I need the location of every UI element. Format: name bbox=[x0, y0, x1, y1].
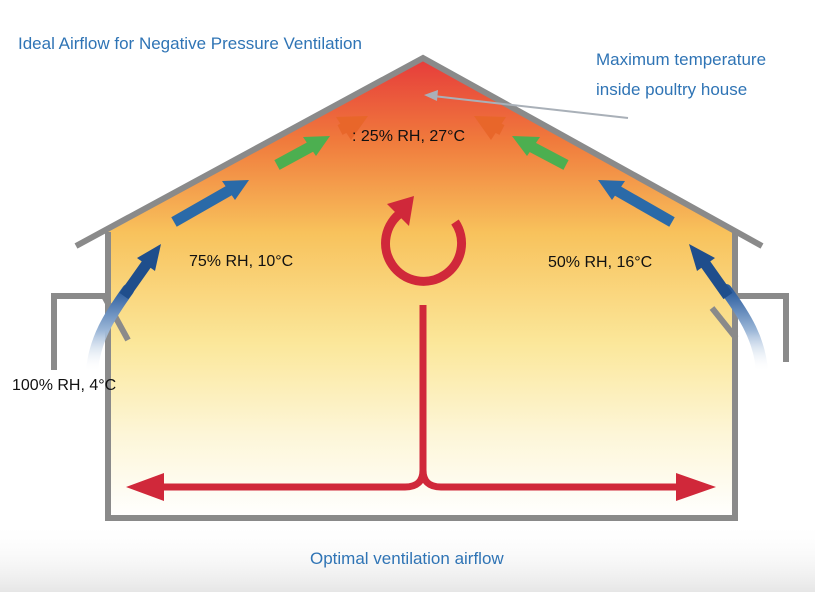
left-cool-air-shaft bbox=[171, 185, 233, 227]
main-flow-lines bbox=[160, 305, 676, 491]
left-mild-air-shaft bbox=[274, 141, 315, 170]
peak-leader-arrowhead bbox=[424, 90, 438, 101]
diagram-caption: Optimal ventilation airflow bbox=[310, 549, 504, 568]
recirculation-arrowhead-icon bbox=[387, 196, 414, 226]
peak-annotation-line2: inside poultry house bbox=[596, 80, 748, 99]
right-mild-air-shaft bbox=[527, 141, 569, 170]
left-inlet-flow bbox=[86, 284, 134, 378]
right-condition-label: 50% RH, 16°C bbox=[548, 254, 653, 271]
left-cold-air-arrowhead bbox=[137, 244, 161, 271]
ground-shade bbox=[0, 522, 815, 592]
right-warm-air-arrowhead bbox=[474, 116, 506, 140]
right-cold-air-shaft bbox=[699, 258, 733, 300]
inlet-condition-label: 100% RH, 4°C bbox=[12, 377, 117, 394]
right-cold-air-arrowhead bbox=[689, 244, 715, 271]
floor-flow-left-arrowhead bbox=[126, 473, 164, 501]
recirculation-arc bbox=[381, 208, 466, 286]
peak-leader-line bbox=[432, 95, 629, 119]
right-cool-air-shaft bbox=[613, 185, 675, 227]
right-inlet-flow bbox=[720, 284, 768, 378]
left-condition-label: 75% RH, 10°C bbox=[189, 253, 294, 270]
peak-annotation-line1: Maximum temperature bbox=[596, 50, 767, 69]
right-mild-air-arrowhead bbox=[512, 136, 540, 156]
left-cold-air-shaft bbox=[119, 258, 153, 300]
house-outline bbox=[51, 54, 789, 521]
diagram-title: Ideal Airflow for Negative Pressure Vent… bbox=[18, 34, 362, 53]
left-mild-air-arrowhead bbox=[303, 136, 330, 156]
right-cool-air-arrowhead bbox=[598, 180, 625, 200]
heat-gradient-area bbox=[108, 58, 735, 518]
left-warm-air-arrowhead bbox=[336, 116, 368, 140]
peak-condition-label: : 25% RH, 27°C bbox=[352, 128, 466, 145]
left-cool-air-arrowhead bbox=[222, 180, 249, 200]
floor-flow-right-arrowhead bbox=[676, 473, 716, 501]
